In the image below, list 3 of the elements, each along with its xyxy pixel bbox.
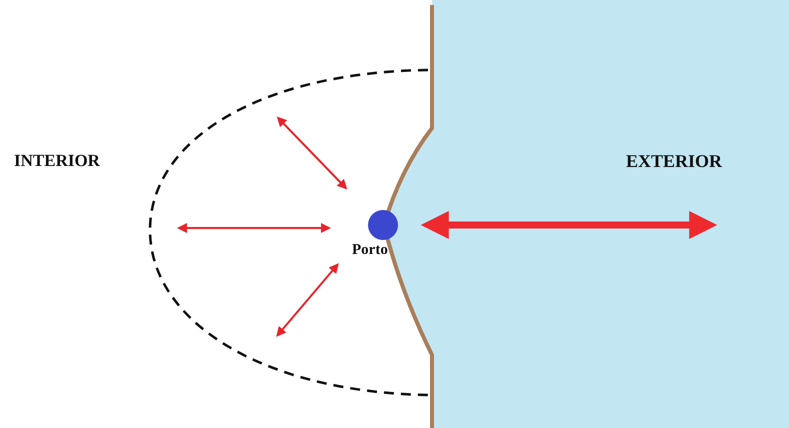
region-label: INTERIOR [14,151,100,171]
region-label: EXTERIOR [626,151,722,172]
port-label: Porto [352,242,388,259]
